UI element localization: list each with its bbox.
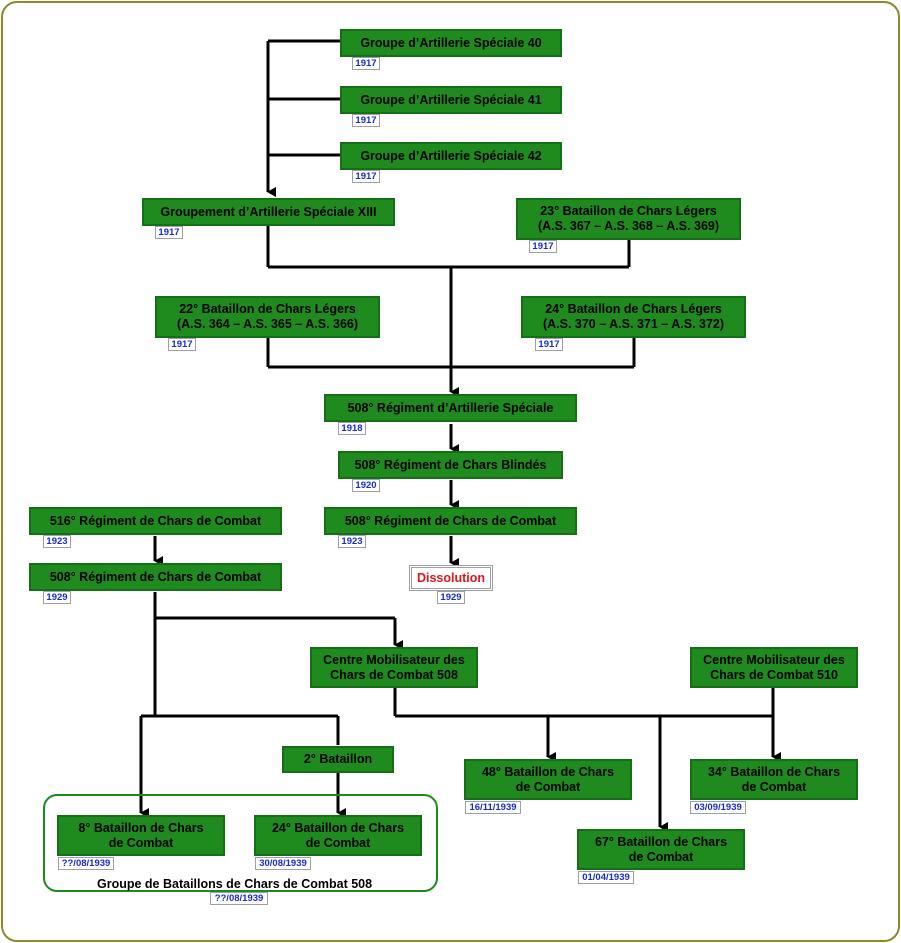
unit-rcc508-1923: 508° Régiment de Chars de Combat [324, 507, 577, 535]
date-bcc24: 30/08/1939 [255, 857, 311, 870]
date-gas42: 1917 [352, 170, 380, 183]
unit-rcc516: 516° Régiment de Chars de Combat [29, 507, 282, 535]
unit-bcc67: 67° Bataillon de Chars de Combat [577, 829, 745, 870]
date-bcc67: 01/04/1939 [578, 871, 634, 884]
date-ras508: 1918 [338, 422, 366, 435]
group-date-badge: ??/08/1939 [210, 892, 268, 905]
unit-bcc8: 8° Bataillon de Chars de Combat [57, 815, 225, 856]
date-groupement13: 1917 [155, 226, 183, 239]
group-frame-gbcc508 [43, 794, 438, 892]
date-rcc508-1929: 1929 [43, 591, 71, 604]
date-rcb508: 1920 [352, 479, 380, 492]
date-bcc8: ??/08/1939 [58, 857, 114, 870]
unit-gas42: Groupe d’Artillerie Spéciale 42 [340, 142, 562, 170]
unit-bcc48: 48° Bataillon de Chars de Combat [464, 759, 632, 800]
unit-bcl22: 22° Bataillon de Chars Légers (A.S. 364 … [155, 296, 380, 338]
date-rcc508-1923: 1923 [338, 535, 366, 548]
date-bcl24: 1917 [535, 338, 563, 351]
dissolution-box: Dissolution [409, 565, 493, 591]
date-bcl23: 1917 [529, 240, 557, 253]
date-bcl22: 1917 [168, 338, 196, 351]
unit-cm510: Centre Mobilisateur des Chars de Combat … [690, 647, 858, 688]
date-gas41: 1917 [352, 114, 380, 127]
date-bcc48: 16/11/1939 [465, 801, 521, 814]
unit-bcc34: 34° Bataillon de Chars de Combat [690, 759, 858, 800]
date-gas40: 1917 [352, 57, 380, 70]
unit-gas40: Groupe d’Artillerie Spéciale 40 [340, 29, 562, 57]
unit-bcc24: 24° Bataillon de Chars de Combat [254, 815, 422, 856]
unit-gas41: Groupe d’Artillerie Spéciale 41 [340, 86, 562, 114]
date-dissolution: 1929 [437, 591, 465, 604]
unit-cm508: Centre Mobilisateur des Chars de Combat … [310, 647, 478, 688]
unit-bcl23: 23° Bataillon de Chars Légers (A.S. 367 … [516, 198, 741, 240]
unit-rcc508-1929: 508° Régiment de Chars de Combat [29, 563, 282, 591]
unit-bat2: 2° Bataillon [282, 746, 394, 773]
group-label: Groupe de Bataillons de Chars de Combat … [97, 877, 373, 891]
date-rcc516: 1923 [43, 535, 71, 548]
unit-rcb508: 508° Régiment de Chars Blindés [338, 451, 563, 479]
unit-ras508: 508° Régiment d’Artillerie Spéciale [324, 394, 577, 422]
date-bcc34: 03/09/1939 [690, 801, 746, 814]
unit-bcl24: 24° Bataillon de Chars Légers (A.S. 370 … [521, 296, 746, 338]
unit-groupement13: Groupement d’Artillerie Spéciale XIII [142, 198, 395, 226]
